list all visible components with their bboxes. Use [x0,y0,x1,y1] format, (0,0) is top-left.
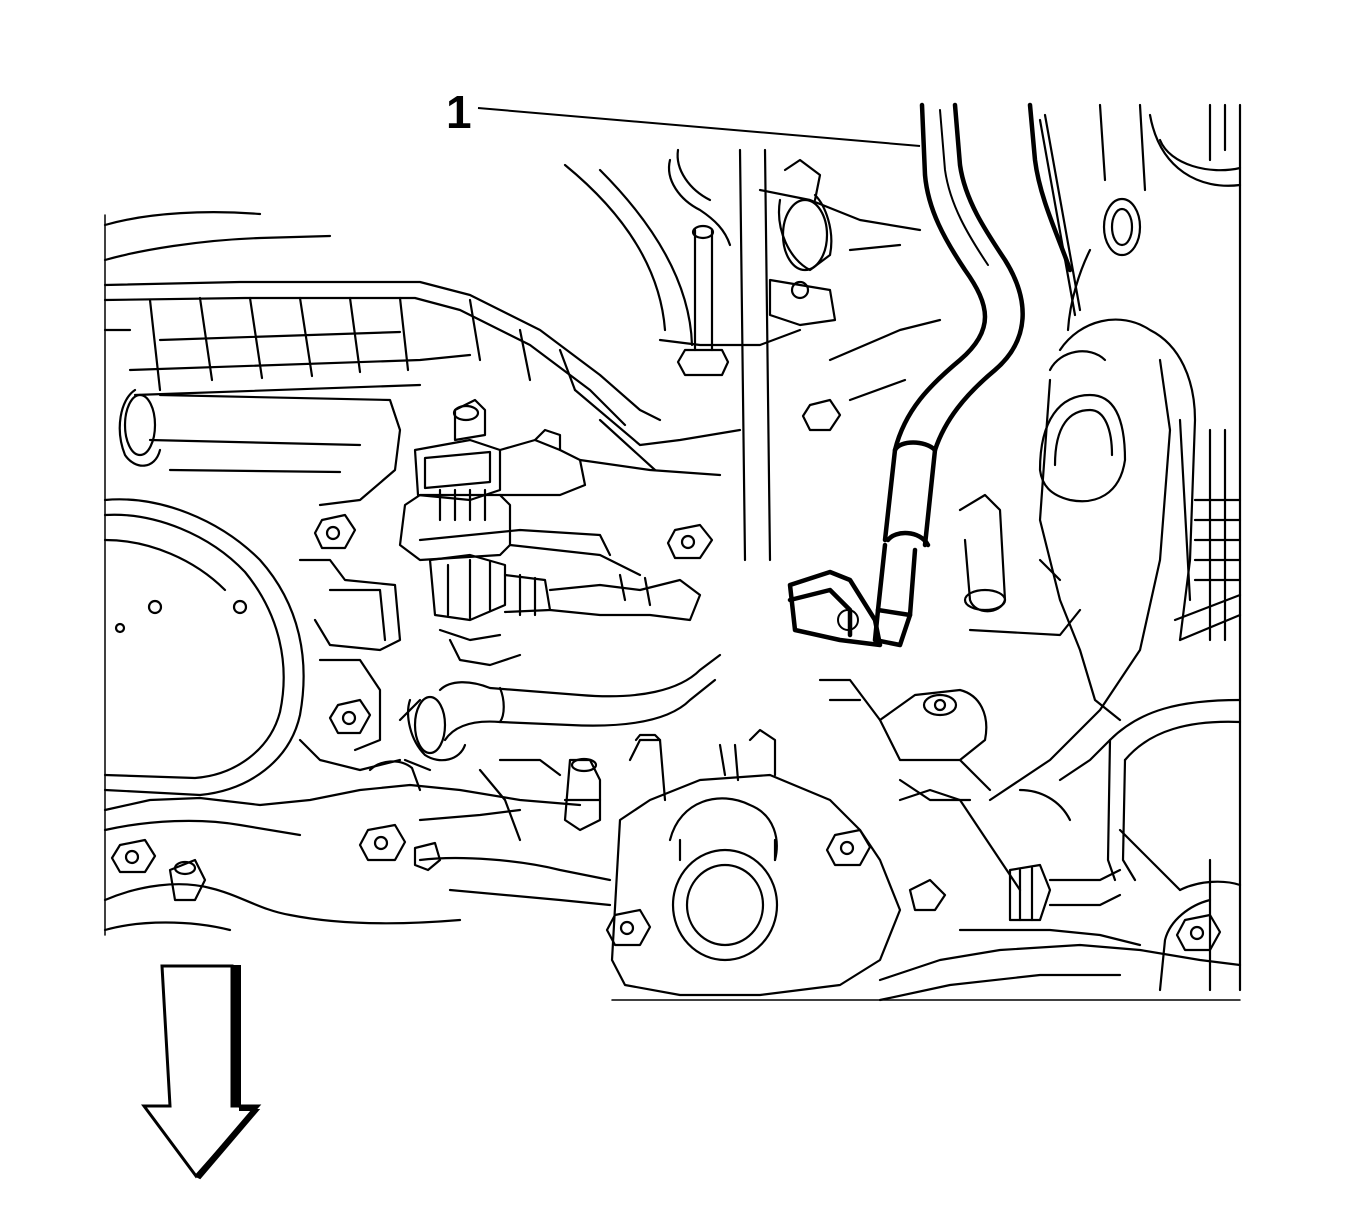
hose-inner-lines [837,109,989,631]
right-housing [988,103,1242,992]
sensor-elbow [818,678,992,802]
intake-manifold [103,211,662,467]
hose-tube-item-1 [787,102,1073,648]
upper-cover [563,148,942,562]
lower-right-components [878,698,1242,1002]
thermostat-housing [563,728,902,997]
fitting [958,493,1082,637]
callout-number-1: 1 [446,86,472,138]
hose-connector [768,158,837,327]
down-arrow-icon [141,964,262,1180]
view-boundary [104,214,1241,1001]
engine-block-lower [103,758,612,932]
callout-leader [477,107,921,147]
bolt-heads [110,398,1222,952]
pulley [103,393,402,797]
sensor-module [398,398,722,577]
crossover-tube [398,653,722,772]
stud-bolt [667,148,732,377]
electrical-connector [428,553,702,667]
